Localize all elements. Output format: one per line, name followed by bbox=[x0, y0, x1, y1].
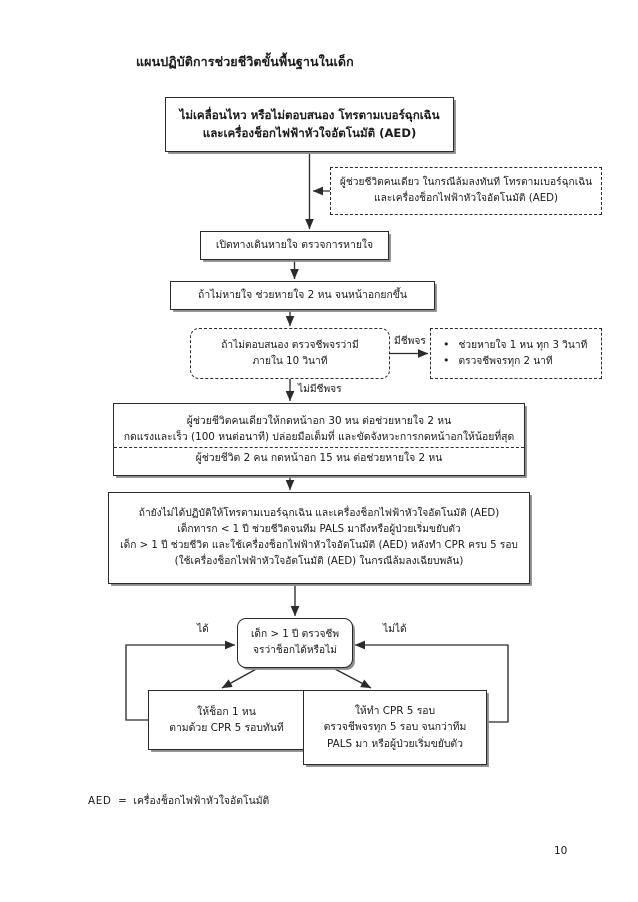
node-continue-cpr: ให้ทำ CPR 5 รอบ ตรวจชีพจรทุก 5 รอบ จนกว่… bbox=[303, 690, 487, 765]
legend-equals: = bbox=[118, 795, 127, 807]
node-rescue-breaths-line-1: ถ้าไม่หายใจ ช่วยหายใจ 2 หน จนหน้าอกยกขึ้… bbox=[198, 289, 407, 302]
bullet-dot-icon: • bbox=[443, 337, 450, 351]
node-pulse-check-line-1: ถ้าไม่ตอบสนอง ตรวจชีพจรว่ามี bbox=[221, 339, 359, 351]
legend-abbr: AED bbox=[88, 795, 112, 807]
edge-label-has-pulse: มีชีพจร bbox=[394, 336, 426, 347]
edge-label-shockable-yes: ได้ bbox=[197, 624, 209, 635]
node-collapse-line-1: ไม่เคลื่อนไหว หรือไม่ตอบสนอง โทรตามเบอร์… bbox=[179, 107, 440, 122]
node-aed-line-4: (ใช้เครื่องช็อกไฟฟ้าหัวใจอัตโนมัติ (AED)… bbox=[174, 555, 464, 567]
node-continue-cpr-line-1: ให้ทำ CPR 5 รอบ bbox=[354, 705, 436, 718]
page-title: แผนปฏิบัติการช่วยชีวิตขั้นพื้นฐานในเด็ก bbox=[136, 54, 354, 69]
node-open-airway: เปิดทางเดินหายใจ ตรวจการหายใจ bbox=[200, 231, 389, 260]
node-aed-line-1: ถ้ายังไม่ได้ปฏิบัติให้โทรตามเบอร์ฉุกเฉิน… bbox=[138, 508, 500, 520]
node-decision-line-1: เด็ก > 1 ปี ตรวจชีพ bbox=[250, 629, 340, 641]
node-aed-line-3: เด็ก > 1 ปี ช่วยชีวิต และใช้เครื่องช็อกไ… bbox=[120, 540, 518, 551]
legend-meaning: เครื่องช็อกไฟฟ้าหัวใจอัตโนมัติ bbox=[133, 795, 270, 807]
node-compressions-line-2: กดแรงและเร็ว (100 หนต่อนาที) ปล่อยมือเต็… bbox=[123, 430, 515, 443]
node-open-airway-line-1: เปิดทางเดินหายใจ ตรวจการหายใจ bbox=[215, 239, 374, 252]
node-collapse-line-2: และเครื่องช็อกไฟฟ้าหัวใจอัตโนมัติ (AED) bbox=[202, 125, 417, 140]
node-collapse-check: ไม่เคลื่อนไหว หรือไม่ตอบสนอง โทรตามเบอร์… bbox=[165, 97, 454, 152]
has-pulse-bullet-2: • ตรวจชีพจรทุก 2 นาที bbox=[443, 354, 553, 370]
has-pulse-bullet-1: • ช่วยหายใจ 1 หน ทุก 3 วินาที bbox=[443, 338, 587, 354]
node-continue-cpr-line-2: ตรวจชีพจรทุก 5 รอบ จนกว่าทีม bbox=[323, 721, 467, 734]
node-compressions-line-1: ผู้ช่วยชีวิตคนเดียวให้กดหน้าอก 30 หน ต่อ… bbox=[186, 414, 452, 427]
node-has-pulse-actions: • ช่วยหายใจ 1 หน ทุก 3 วินาที • ตรวจชีพจ… bbox=[430, 328, 602, 379]
node-aed-line-2: เด็กทารก < 1 ปี ช่วยชีวิตจนทีม PALS มาถึ… bbox=[177, 524, 461, 536]
compressions-divider bbox=[114, 447, 524, 449]
node-lone-rescuer-line-2: และเครื่องช็อกไฟฟ้าหัวใจอัตโนมัติ (AED) bbox=[374, 193, 558, 204]
has-pulse-bullet-2-text: ตรวจชีพจรทุก 2 นาที bbox=[458, 355, 553, 367]
node-pulse-check: ถ้าไม่ตอบสนอง ตรวจชีพจรว่ามี ภายใน 10 วิ… bbox=[190, 328, 390, 379]
node-pulse-check-line-2: ภายใน 10 วินาที bbox=[252, 355, 328, 367]
node-compressions-line-3: ผู้ช่วยชีวิต 2 คน กดหน้าอก 15 หน ต่อช่วย… bbox=[195, 452, 443, 465]
node-rescue-breaths: ถ้าไม่หายใจ ช่วยหายใจ 2 หน จนหน้าอกยกขึ้… bbox=[170, 281, 435, 310]
page-number: 10 bbox=[554, 845, 568, 857]
node-give-shock-line-1: ให้ช็อก 1 หน bbox=[197, 705, 256, 718]
abbreviation-legend: AED = เครื่องช็อกไฟฟ้าหัวใจอัตโนมัติ bbox=[88, 792, 269, 809]
node-decision-line-2: จรว่าช็อกได้หรือไม่ bbox=[253, 645, 337, 656]
node-lone-rescuer-line-1: ผู้ช่วยชีวิตคนเดียว ในกรณีล้มลงทันที โทร… bbox=[339, 177, 593, 189]
node-give-shock-line-2: ตามด้วย CPR 5 รอบทันที bbox=[169, 722, 284, 734]
node-aed-step: ถ้ายังไม่ได้ปฏิบัติให้โทรตามเบอร์ฉุกเฉิน… bbox=[108, 492, 530, 584]
node-chest-compressions: ผู้ช่วยชีวิตคนเดียวให้กดหน้าอก 30 หน ต่อ… bbox=[113, 403, 525, 476]
edge-label-shockable-no: ไม่ได้ bbox=[383, 624, 407, 635]
bullet-dot-icon: • bbox=[443, 353, 450, 367]
node-continue-cpr-line-3: PALS มา หรือผู้ป่วยเริ่มขยับตัว bbox=[326, 737, 463, 750]
node-lone-rescuer-note: ผู้ช่วยชีวิตคนเดียว ในกรณีล้มลงทันที โทร… bbox=[330, 167, 602, 215]
has-pulse-bullet-1-text: ช่วยหายใจ 1 หน ทุก 3 วินาที bbox=[458, 339, 588, 351]
node-give-shock: ให้ช็อก 1 หน ตามด้วย CPR 5 รอบทันที bbox=[148, 690, 305, 750]
edge-label-no-pulse: ไม่มีชีพจร bbox=[298, 384, 342, 395]
node-shockable-decision: เด็ก > 1 ปี ตรวจชีพ จรว่าช็อกได้หรือไม่ bbox=[237, 618, 353, 668]
